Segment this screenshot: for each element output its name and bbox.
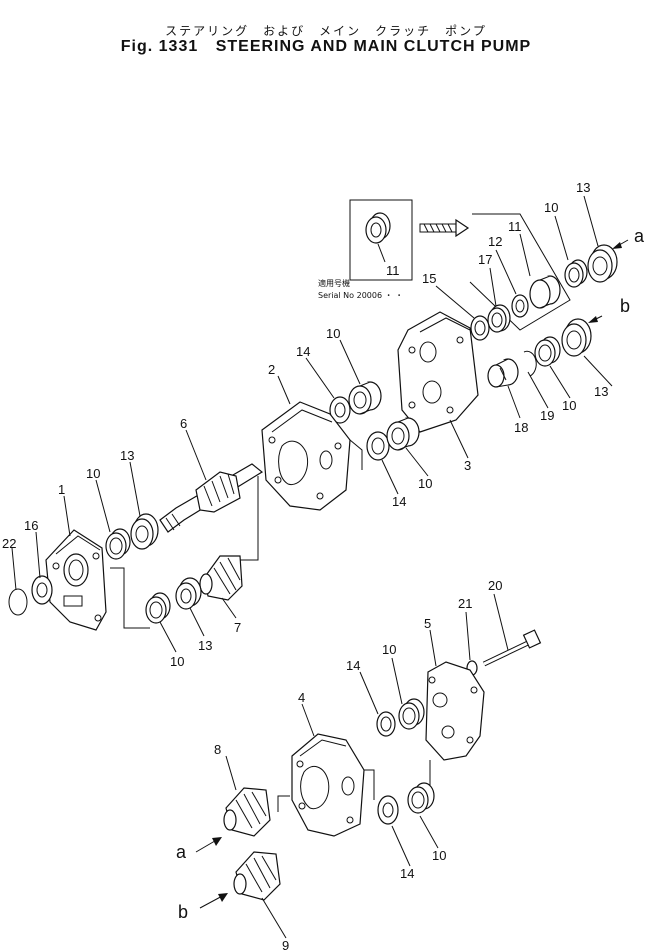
flow-label-b-top: b xyxy=(620,296,630,316)
callout-14: 14 xyxy=(296,344,310,359)
part-13-left-lower xyxy=(175,577,202,610)
callout-15: 15 xyxy=(422,271,436,286)
part-13-upper xyxy=(587,244,618,283)
callout-14: 14 xyxy=(392,494,406,509)
part-22-snap-ring xyxy=(8,588,28,616)
flow-label-a-top: a xyxy=(634,226,645,246)
callout-4: 4 xyxy=(298,690,305,705)
part-13-right xyxy=(561,318,592,357)
figure-title: Fig. 1331 STEERING AND MAIN CLUTCH PUMP xyxy=(0,38,652,56)
callout-10: 10 xyxy=(86,466,100,481)
callout-10: 10 xyxy=(432,848,446,863)
part-7-gear xyxy=(199,555,243,601)
part-10-middle-lower xyxy=(386,417,420,451)
inset-callout-11: 11 xyxy=(386,263,400,278)
callout-20: 20 xyxy=(488,578,502,593)
part-10-lower-upper xyxy=(398,698,425,730)
part-13-left-upper xyxy=(130,513,159,550)
part-10-left-lower xyxy=(145,592,171,624)
callout-5: 5 xyxy=(424,616,431,631)
part-16-seal xyxy=(31,575,53,605)
part-10-middle-upper xyxy=(348,381,382,415)
inset-box: 11 xyxy=(349,199,413,281)
callout-17: 17 xyxy=(478,252,492,267)
callout-6: 6 xyxy=(180,416,187,431)
part-10-left-upper xyxy=(105,528,131,560)
japanese-title: ステアリング および メイン クラッチ ポンプ xyxy=(165,24,487,38)
part-17-seal xyxy=(487,304,511,333)
part-1-cover xyxy=(45,529,107,631)
callout-8: 8 xyxy=(214,742,221,757)
callout-13: 13 xyxy=(576,180,590,195)
callout-13: 13 xyxy=(120,448,134,463)
leader-lines xyxy=(11,195,613,939)
part-19-snap-ring xyxy=(523,350,537,377)
callout-10: 10 xyxy=(382,642,396,657)
part-18-plug xyxy=(487,358,519,388)
part-3-cover xyxy=(397,311,479,433)
callout-21: 21 xyxy=(458,596,472,611)
hatched-arrow-icon xyxy=(419,218,470,238)
callout-13: 13 xyxy=(198,638,212,653)
part-20-bolt xyxy=(482,629,542,667)
callout-16: 16 xyxy=(24,518,38,533)
callout-1: 1 xyxy=(58,482,65,497)
callout-14: 14 xyxy=(400,866,414,881)
callout-12: 12 xyxy=(488,234,502,249)
callout-10: 10 xyxy=(562,398,576,413)
flow-label-a-bottom: a xyxy=(176,842,187,862)
callout-10: 10 xyxy=(170,654,184,669)
figure-number: Fig. 1331 xyxy=(120,38,199,55)
part-14-upper xyxy=(329,396,351,424)
callout-3: 3 xyxy=(464,458,471,473)
part-15-seal xyxy=(470,315,490,341)
part-14-lower xyxy=(366,431,390,461)
callout-11: 11 xyxy=(508,219,522,234)
callout-2: 2 xyxy=(268,362,275,377)
inset-bushing xyxy=(365,212,391,244)
part-8-gear xyxy=(223,787,271,837)
part-12-ring xyxy=(511,294,529,318)
callout-18: 18 xyxy=(514,420,528,435)
inset-note-jp: 適用号機 xyxy=(318,278,350,288)
part-10-right xyxy=(534,336,561,367)
part-4-body xyxy=(291,733,365,837)
part-10-upper xyxy=(564,259,588,288)
part-9-gear xyxy=(233,851,281,901)
inset-note-serial: Serial No 20006 ・ ・ xyxy=(318,291,403,300)
part-11-bushing xyxy=(529,275,561,309)
callout-9: 9 xyxy=(282,938,289,950)
callout-10: 10 xyxy=(544,200,558,215)
callout-10: 10 xyxy=(418,476,432,491)
figure-name: STEERING AND MAIN CLUTCH PUMP xyxy=(215,38,532,55)
part-5-plate xyxy=(425,661,485,761)
part-14-lower-upper xyxy=(376,711,396,737)
callout-7: 7 xyxy=(234,620,241,635)
part-6-gear-shaft xyxy=(159,463,264,533)
part-2-body xyxy=(261,401,351,511)
callout-13: 13 xyxy=(594,384,608,399)
callout-10: 10 xyxy=(326,326,340,341)
callout-22: 22 xyxy=(2,536,16,551)
flow-label-b-bottom: b xyxy=(178,902,188,922)
part-10-lower-lower xyxy=(407,782,435,814)
callout-19: 19 xyxy=(540,408,554,423)
part-14-lower-lower xyxy=(377,795,399,825)
callout-14: 14 xyxy=(346,658,360,673)
